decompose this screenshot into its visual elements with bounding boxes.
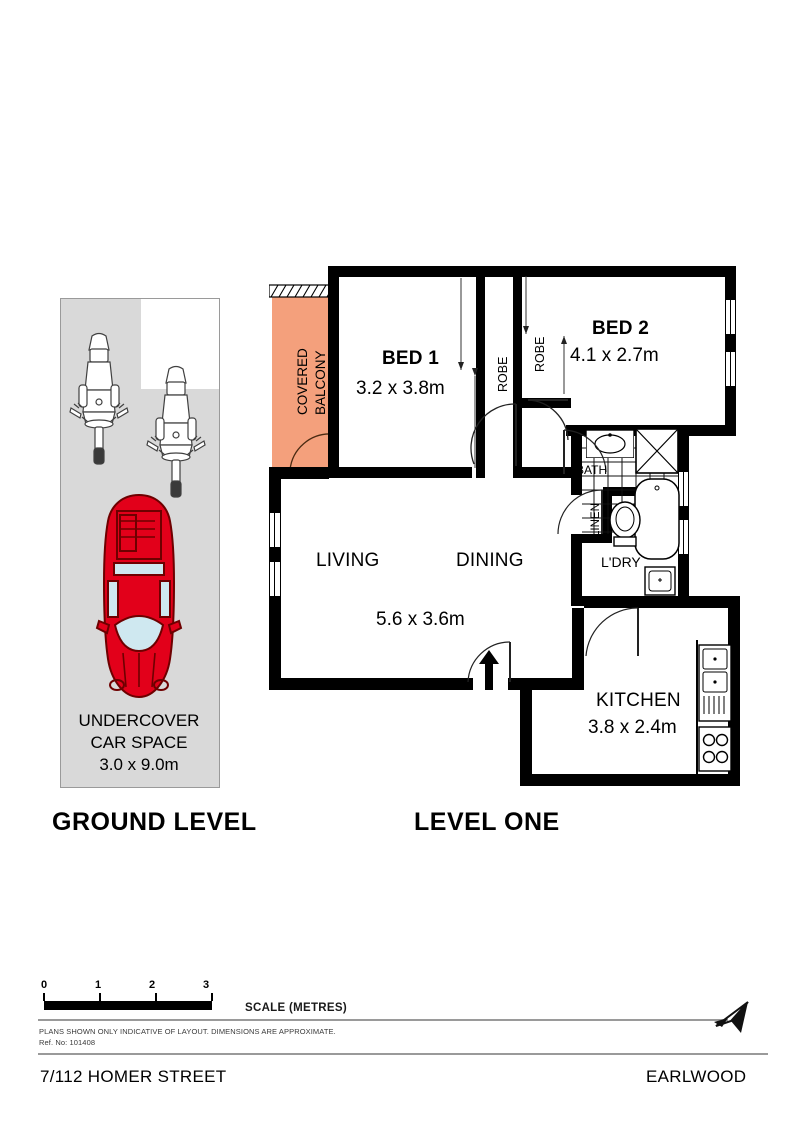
wall-top-bed1: [328, 266, 514, 277]
shower-icon: [635, 428, 679, 474]
scale-tick-0: 0: [41, 979, 48, 991]
bath-door-swing: [563, 429, 607, 474]
robe-1-label: ROBE: [496, 356, 510, 392]
level-one-title: LEVEL ONE: [414, 808, 560, 836]
bed-1-label: BED 1: [382, 348, 439, 369]
toilet-icon: [609, 501, 641, 547]
bed1-door-swing: [470, 403, 517, 466]
window-bath-right-mull-1: [683, 472, 684, 506]
car-icon: [95, 493, 183, 699]
divider-above-disclaimer: [38, 1019, 728, 1021]
wall-bath-left: [571, 425, 582, 495]
window-living-left-mull-2: [274, 562, 275, 596]
balcony-label-line-1: COVERED: [295, 348, 310, 415]
scale-bar: [43, 993, 213, 1010]
kitchen-dimensions: 3.8 x 2.4m: [588, 717, 677, 738]
car-space-line-1: UNDERCOVER: [78, 711, 200, 730]
wall-kitchen-left: [520, 678, 532, 786]
wall-kitchen-bottom: [520, 774, 740, 786]
window-living-left-1: [270, 513, 280, 547]
entry-door-swing: [467, 641, 511, 683]
linen-door-swing: [557, 489, 603, 535]
wall-dining-right: [572, 608, 584, 690]
bed-1-dimensions: 3.2 x 3.8m: [356, 378, 445, 399]
cooktop-icon: [698, 726, 732, 772]
robe-1-track: [458, 278, 478, 468]
covered-balcony-fill: [272, 296, 332, 468]
laundry-label: L'DRY: [601, 554, 641, 570]
wall-bath-right: [678, 425, 689, 605]
living-dining-dimensions: 5.6 x 3.6m: [376, 609, 465, 630]
robe-2-label: ROBE: [533, 336, 547, 372]
address-text: 7/112 HOMER STREET: [40, 1067, 227, 1086]
kitchen-label: KITCHEN: [596, 690, 681, 711]
window-bed2-right-mull-1: [730, 300, 731, 334]
bed2-door-swing: [527, 399, 569, 441]
ground-level-title: GROUND LEVEL: [52, 808, 257, 836]
bath-label: BATH: [576, 463, 608, 477]
scale-caption: SCALE (METRES): [245, 1002, 347, 1014]
balcony-label-line-2: BALCONY: [313, 350, 328, 415]
living-label: LIVING: [316, 550, 380, 571]
kitchen-sink-icon: [698, 644, 732, 722]
motorbike-icon-2: [146, 365, 206, 498]
divider-below-disclaimer: [38, 1053, 768, 1055]
motorbike-icon-1: [69, 332, 129, 465]
wall-bath-left-lower: [571, 540, 582, 600]
robe-2-track: [523, 276, 567, 394]
bed-2-dimensions: 4.1 x 2.7m: [570, 345, 659, 366]
suburb-text: EARLWOOD: [646, 1067, 747, 1086]
scale-tick-1: 1: [95, 979, 102, 991]
wall-top-living: [269, 467, 329, 479]
wall-bottom-bed1: [328, 467, 472, 478]
entry-direction-arrow: [479, 650, 499, 690]
disclaimer-line-1: PLANS SHOWN ONLY INDICATIVE OF LAYOUT. D…: [39, 1027, 336, 1036]
wall-bottom-bed1-right: [513, 467, 571, 478]
wall-robe-divider-2: [513, 266, 522, 478]
laundry-tub-icon: [644, 566, 676, 596]
car-space-line-3: 3.0 x 9.0m: [99, 755, 179, 774]
north-arrow-icon: [714, 1001, 749, 1033]
car-space-line-2: CAR SPACE: [90, 733, 188, 752]
dining-label: DINING: [456, 550, 524, 571]
disclaimer-line-2: Ref. No: 101408: [39, 1038, 96, 1047]
window-living-left-2: [270, 562, 280, 596]
linen-label: LINEN: [590, 503, 602, 537]
wall-right-bed2: [725, 266, 736, 436]
laundry-door-swing: [585, 607, 639, 657]
wall-bath-top-inner: [603, 487, 645, 496]
vanity-basin-icon: [586, 430, 634, 458]
wall-bottom-living: [269, 678, 473, 690]
scale-tick-3: 3: [203, 979, 210, 991]
bed-2-label: BED 2: [592, 318, 649, 339]
wall-robe-divider-1: [476, 266, 485, 478]
balcony-hatch: [269, 284, 335, 298]
wall-left-bed1: [328, 266, 339, 478]
window-bed2-right-mull-2: [730, 352, 731, 386]
wall-ldry-bottom: [571, 596, 689, 606]
window-bath-right-mull-2: [683, 520, 684, 554]
scale-tick-2: 2: [149, 979, 156, 991]
window-living-left-mull-1: [274, 513, 275, 547]
wall-top-bed2: [514, 266, 736, 277]
wall-bath-bottom: [571, 534, 611, 543]
kitchen-bench-edge: [696, 640, 698, 776]
